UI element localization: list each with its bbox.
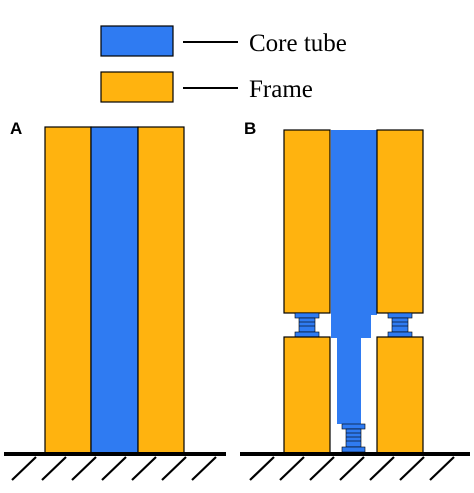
legend-swatch-frame (100, 71, 174, 103)
legend-label-core-tube: Core tube (249, 30, 347, 57)
panel-a-label: A (10, 119, 22, 138)
panel-b-frame-left-lower (283, 336, 331, 454)
panel-b-frame-left-upper (283, 129, 331, 314)
panel-b-label: B (244, 119, 256, 138)
legend-label-frame: Frame (249, 76, 313, 103)
legend: Core tube Frame (100, 25, 347, 103)
panel-a-frame-left (44, 126, 92, 454)
panel-b-ground (240, 452, 470, 481)
panel-b-core-tube (331, 130, 377, 424)
panel-b-structure (283, 129, 424, 454)
panel-b-core-bearing (341, 423, 366, 453)
panel-b-frame-right-lower (376, 336, 424, 454)
panel-a-core-tube (90, 126, 139, 454)
panel-b-frame-left-bearing (294, 312, 320, 338)
panel-b-frame-right-bearing (387, 312, 413, 338)
panel-b-frame-right-upper (376, 129, 424, 314)
panel-a-structure (44, 126, 185, 454)
legend-swatch-core-tube (100, 25, 174, 57)
panel-a-frame-right (137, 126, 185, 454)
panel-a-ground (4, 452, 226, 481)
